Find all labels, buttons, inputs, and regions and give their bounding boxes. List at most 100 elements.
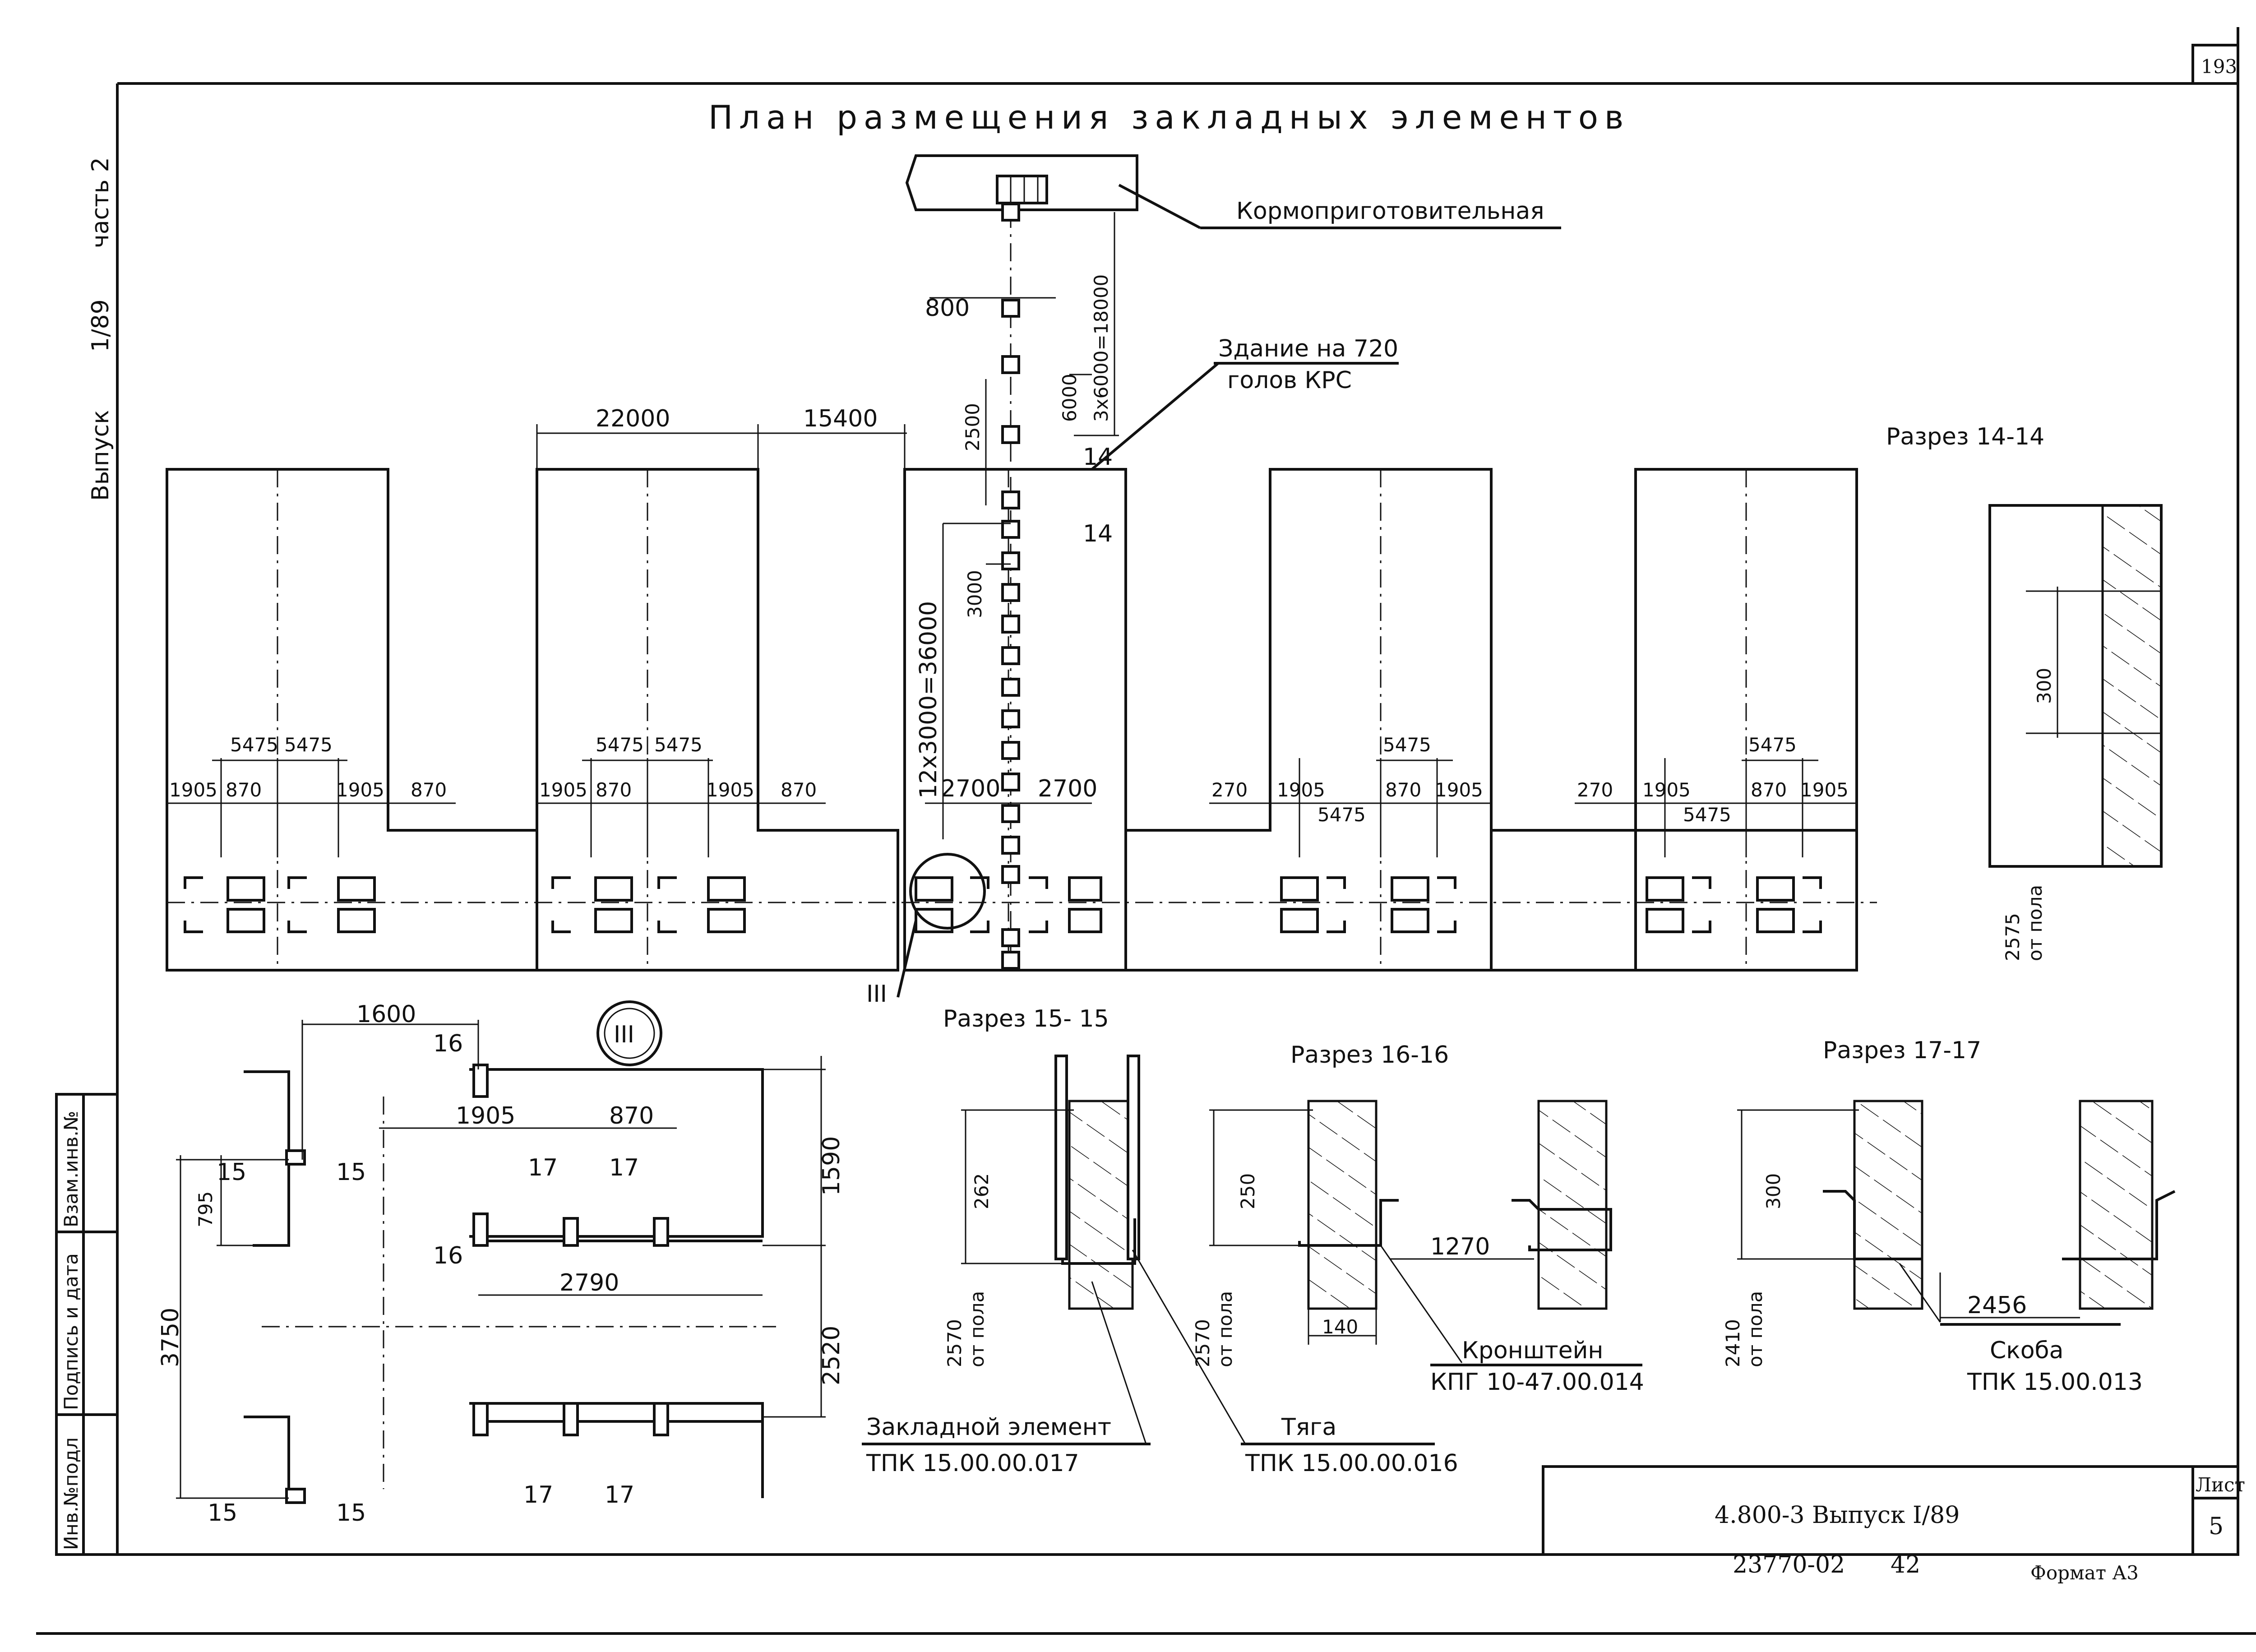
mark-14-top: 14	[1083, 444, 1113, 471]
sidebar-stamp	[55, 1093, 119, 1556]
dim-1270: 1270	[1430, 1233, 1490, 1260]
dim-250: 250	[1237, 1173, 1259, 1209]
node-iii-badge	[596, 1000, 662, 1066]
dim-3000: 3000	[964, 570, 986, 618]
dim-795: 795	[194, 1191, 217, 1227]
dim-group-4	[1209, 758, 1491, 857]
dim-2570-15: 2570	[943, 1319, 966, 1367]
dim-1905-detail: 1905	[456, 1102, 515, 1129]
dim-270-4: 270	[1211, 779, 1248, 801]
dim-group-2	[537, 758, 826, 857]
dim-5475-1a: 5475	[230, 734, 278, 756]
mark-15-a: 15	[217, 1159, 246, 1186]
dim-300-14: 300	[2033, 668, 2055, 704]
mark-16-top: 16	[433, 1030, 463, 1057]
from-floor-14: от пола	[2024, 885, 2046, 961]
rod-label: Тяга	[1281, 1414, 1336, 1441]
mark-17-d: 17	[605, 1481, 634, 1509]
dim-870-5: 870	[1751, 779, 1787, 801]
dim-300-17: 300	[1762, 1173, 1784, 1209]
dim-1905-4a: 1905	[1277, 779, 1325, 801]
dim-2575: 2575	[2002, 913, 2024, 961]
section-14-title: Разрез 14-14	[1886, 423, 2044, 450]
sidebar-sign-date: Подпись и дата	[60, 1253, 82, 1410]
dim-5475-5b: 5475	[1683, 804, 1731, 826]
node-iii-leader	[897, 920, 917, 998]
section-16-title: Разрез 16-16	[1290, 1041, 1449, 1069]
dim-870-1a: 870	[226, 779, 262, 801]
dim-1905-2a: 1905	[539, 779, 587, 801]
dim-870-1b: 870	[411, 779, 447, 801]
node-iii-label: III	[866, 981, 887, 1008]
dim-1905-5b: 1905	[1800, 779, 1849, 801]
clamp-label: Скоба	[1990, 1337, 2063, 1364]
dim-12x3000: 12x3000=36000	[915, 601, 942, 799]
mark-14-bottom: 14	[1083, 520, 1113, 547]
bracket-label: Кронштейн	[1462, 1337, 1603, 1364]
mark-17-c: 17	[523, 1481, 553, 1509]
conveyor-elements	[1001, 203, 1020, 970]
mark-15-c: 15	[208, 1499, 237, 1527]
dim-2410: 2410	[1722, 1319, 1744, 1367]
dim-140: 140	[1322, 1316, 1358, 1338]
dim-3750: 3750	[157, 1308, 184, 1367]
embed-elem-label: Закладной элемент	[866, 1414, 1111, 1441]
side-caption-issue: 1/89	[87, 299, 114, 352]
dim-22000: 22000	[596, 405, 670, 432]
mark-17-a: 17	[528, 1154, 558, 1181]
stamp-format: Формат А3	[2030, 1562, 2139, 1584]
dim-2500: 2500	[962, 403, 984, 451]
dim-2700-right: 2700	[1038, 775, 1097, 802]
building-leader	[1091, 362, 1219, 471]
dim-2456: 2456	[1967, 1292, 2027, 1319]
stamp-inv-suffix: 42	[1891, 1551, 1920, 1578]
building-2	[536, 468, 899, 972]
dim-1600: 1600	[356, 1001, 416, 1028]
sheet-corner-number: 193	[2201, 56, 2237, 78]
feed-prep-building	[905, 154, 1138, 211]
rod-code: ТПК 15.00.00.016	[1245, 1450, 1458, 1477]
dim-6000: 6000	[1059, 374, 1081, 422]
dim-800: 800	[925, 295, 970, 322]
feed-prep-label: Кормоприготовительная	[1236, 198, 1544, 225]
stamp-sheet-no: 5	[2209, 1513, 2224, 1540]
side-caption: Выпуск 1/89 часть 2	[87, 157, 114, 501]
sidebar-replace-inv: Взам.инв.№	[60, 1111, 82, 1227]
plan-dimensions	[536, 212, 1119, 839]
drawing-title: План размещения закладных элементов	[708, 98, 1630, 136]
node-iii-circle	[909, 853, 986, 930]
dim-870-2b: 870	[781, 779, 817, 801]
from-floor-16: от пола	[1214, 1291, 1236, 1367]
building-label-line2: голов КРС	[1227, 367, 1352, 394]
dim-5475-5a: 5475	[1748, 734, 1797, 756]
dim-5475-2b: 5475	[654, 734, 703, 756]
dim-5475-1b: 5475	[284, 734, 333, 756]
stamp-inv-no: 23770-02	[1733, 1551, 1845, 1578]
title-block	[1542, 1465, 2239, 1556]
clamp-code: ТПК 15.00.013	[1967, 1369, 2143, 1396]
mark-15-b: 15	[336, 1159, 366, 1186]
dim-group-5	[1575, 758, 1857, 857]
dim-5475-4b: 5475	[1318, 804, 1366, 826]
dim-5475-2a: 5475	[596, 734, 644, 756]
stamp-doc-title: 4.800-3 Выпуск I/89	[1715, 1502, 1960, 1529]
dim-5475-4a: 5475	[1383, 734, 1431, 756]
sidebar-inv-orig: Инв.№подл	[60, 1437, 82, 1550]
side-caption-series: Выпуск	[87, 410, 114, 501]
dim-1905-5a: 1905	[1642, 779, 1691, 801]
from-floor-15: от пола	[966, 1291, 988, 1367]
building-label-line1: Здание на 720	[1218, 335, 1398, 362]
section-16-drawing	[1209, 1100, 1612, 1363]
embed-elem-code: ТПК 15.00.00.017	[866, 1450, 1079, 1477]
dim-2700-left: 2700	[941, 775, 1000, 802]
dim-2790: 2790	[559, 1269, 619, 1296]
section-15-drawing	[961, 1055, 1246, 1444]
dim-870-detail: 870	[609, 1102, 654, 1129]
from-floor-17: от пола	[1744, 1291, 1766, 1367]
section-17-drawing	[1737, 1100, 2176, 1323]
feed-prep-leader	[1118, 184, 1201, 229]
mark-16-bottom: 16	[433, 1242, 463, 1269]
dim-270-5: 270	[1577, 779, 1613, 801]
node-iii-badge-label: III	[614, 1021, 634, 1048]
